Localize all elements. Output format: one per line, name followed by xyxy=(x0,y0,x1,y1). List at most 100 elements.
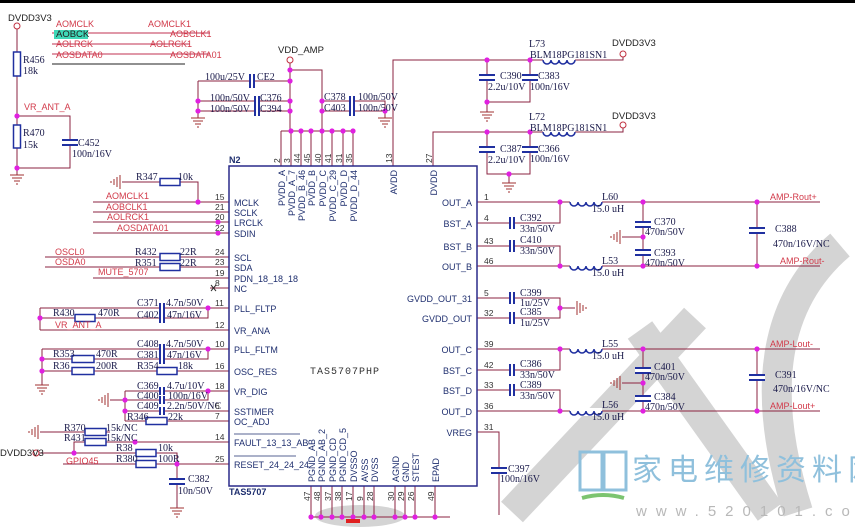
component-ref: C382 xyxy=(188,474,210,485)
capacitor-gap xyxy=(350,106,354,116)
ground-icon xyxy=(378,117,392,128)
component-value: 470n/16V/NC xyxy=(773,384,830,395)
pin-number: 5 xyxy=(484,288,489,298)
component-value: 100R xyxy=(158,454,180,465)
component-ref: C390 xyxy=(500,71,522,82)
pin-number: 35 xyxy=(344,153,354,163)
capacitor-gap xyxy=(510,384,514,396)
component-value: 1u/25V xyxy=(520,298,551,309)
capacitor-gap xyxy=(510,292,514,304)
junction-dot xyxy=(14,165,20,171)
pin-number: 3 xyxy=(282,158,292,163)
pin-number: 29 xyxy=(396,491,406,501)
component-ref: C370 xyxy=(654,217,676,228)
component-value: 100n/16V xyxy=(168,391,209,402)
pin-name: NC xyxy=(234,284,247,294)
junction-dot xyxy=(350,128,356,134)
pin-name: PLL_FLTM xyxy=(234,345,278,355)
pin-number: 12 xyxy=(215,320,225,330)
pin-name: BST_A xyxy=(443,219,472,229)
pin-name: OSC_RES xyxy=(234,367,277,377)
component-value: 470n/16V/NC xyxy=(773,239,830,250)
pin-name: SCL xyxy=(234,253,252,263)
capacitor-gap xyxy=(522,147,538,152)
junction-dot xyxy=(640,199,646,205)
component-value: 2.2n/50V/NC xyxy=(167,401,222,412)
junction-dot xyxy=(122,408,128,414)
nets-aomclk1: AOMCLK1 xyxy=(106,191,149,201)
component-value: 100u/25V xyxy=(205,72,246,83)
component-value: 100n/50V xyxy=(358,92,399,103)
junction-dot xyxy=(287,67,293,73)
junction-dot xyxy=(640,346,646,352)
capacitor-gap xyxy=(255,106,259,116)
pin-number: 41 xyxy=(323,153,333,163)
inductor-coil xyxy=(569,201,603,207)
watermark-stroke xyxy=(627,321,783,521)
component-ref: C383 xyxy=(538,71,560,82)
junction-dot xyxy=(340,128,346,134)
junction-dot xyxy=(287,98,293,104)
component-value: 10k xyxy=(178,172,193,183)
pin-name: PVDD_C xyxy=(318,170,328,207)
inductor-coil xyxy=(542,59,576,65)
pin-number: 6 xyxy=(215,401,220,411)
component-ref: L55 xyxy=(602,339,618,350)
component-value: 15k/NC xyxy=(106,423,138,434)
ground-icon xyxy=(480,111,494,122)
pin-number: 17 xyxy=(344,491,354,501)
nets-oscl0: OSCL0 xyxy=(55,247,85,257)
nets-vr_ant_a: VR_ANT_A xyxy=(55,320,102,330)
pin-name: PVDD_A xyxy=(277,170,287,206)
pin-name: GVDD_OUT xyxy=(422,314,473,324)
pin-number: 46 xyxy=(484,256,494,266)
inductor-coil xyxy=(542,131,576,137)
pin-name: OC_ADJ xyxy=(234,417,270,427)
component-ref: R36 xyxy=(53,361,70,372)
component-ref: C408 xyxy=(137,339,159,350)
resistor xyxy=(84,437,107,447)
component-ref: C399 xyxy=(520,288,542,299)
component-value: 100n/50V xyxy=(358,103,399,114)
pin-name: OUT_A xyxy=(442,198,472,208)
component-ref: L60 xyxy=(602,192,618,203)
pin-number: 28 xyxy=(365,491,375,501)
component-value: 470n/50V xyxy=(645,227,686,238)
junction-dot xyxy=(506,171,512,177)
ground-marker xyxy=(346,519,360,523)
component-ref: R38 xyxy=(116,443,133,454)
component-value: 33n/50V xyxy=(520,224,556,235)
power-port-icon xyxy=(13,22,21,30)
pin-number: 39 xyxy=(484,339,494,349)
pin-name: AVDD xyxy=(389,170,399,195)
logo-text: 家电维修资料网 xyxy=(632,453,855,488)
nets-mute: MUTE_5707 xyxy=(98,267,149,277)
junction-dot xyxy=(288,128,294,134)
pin-number: 24 xyxy=(215,247,225,257)
power-port-icon xyxy=(286,56,294,64)
capacitor-gap xyxy=(635,250,651,255)
component-ref: L72 xyxy=(529,112,545,123)
junction-dot xyxy=(557,408,563,414)
component-ref: C400 xyxy=(137,391,159,402)
component-ref: C403 xyxy=(324,103,346,114)
component-value: 4.7n/50V xyxy=(166,339,204,350)
nets-aobclk1: AOBCLK1 xyxy=(170,29,212,39)
resistor xyxy=(74,313,96,323)
junction-dot xyxy=(195,199,201,205)
junction-dot xyxy=(557,263,563,269)
pin-name: PVDD_B_46 xyxy=(297,170,307,221)
junction-dot xyxy=(39,368,45,374)
component-ref: C371 xyxy=(137,298,159,309)
component-value: 18k xyxy=(23,66,38,77)
pin-number: 36 xyxy=(484,401,494,411)
nets-aosdata01: AOSDATA01 xyxy=(170,50,222,60)
component-ref: C378 xyxy=(324,92,346,103)
ground-icon xyxy=(610,230,621,244)
power-port-icon xyxy=(619,50,627,58)
capacitor-gap xyxy=(522,75,538,80)
pin-name: FAULT_13_13_AB xyxy=(234,438,308,448)
component-value: 2.2u/10V xyxy=(488,155,526,166)
junction-dot xyxy=(205,346,211,352)
